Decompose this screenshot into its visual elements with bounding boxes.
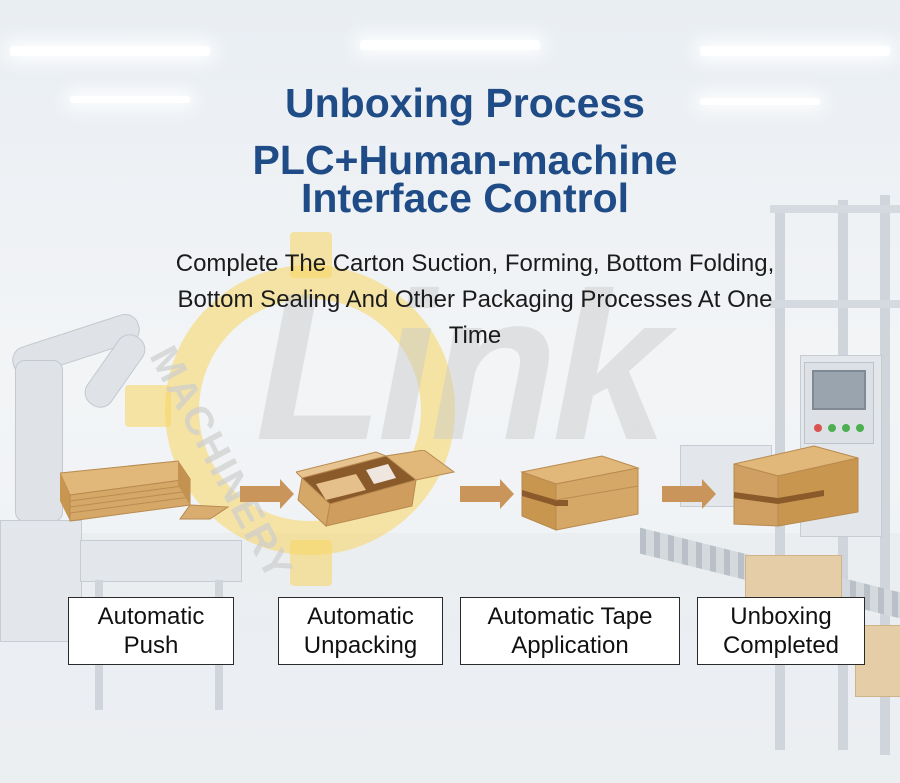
ceiling-light xyxy=(700,98,820,105)
ceiling-light xyxy=(10,46,210,56)
finished-carton-icon xyxy=(733,445,859,527)
arrow-right-icon xyxy=(460,479,514,509)
ceiling-light xyxy=(700,46,890,56)
step-label-automatic-push: Automatic Push xyxy=(68,597,234,665)
hmi-button-green xyxy=(828,424,836,432)
page-subtitle: Complete The Carton Suction, Forming, Bo… xyxy=(175,250,775,349)
opened-carton-icon xyxy=(296,450,456,527)
hmi-button-green xyxy=(856,424,864,432)
watermark-gear-tooth xyxy=(125,385,171,427)
hmi-button-red xyxy=(814,424,822,432)
step-label-automatic-tape-application: Automatic Tape Application xyxy=(460,597,680,665)
step-label-unboxing-completed: Unboxing Completed xyxy=(697,597,865,665)
taped-carton-icon xyxy=(520,455,640,531)
hmi-screen xyxy=(812,370,866,410)
ceiling-light xyxy=(360,40,540,50)
hmi-button-green xyxy=(842,424,850,432)
page-title-line-1: Unboxing Process xyxy=(285,80,645,126)
flat-carton-stack-icon xyxy=(60,460,230,522)
work-table xyxy=(80,540,242,582)
arrow-right-icon xyxy=(240,479,294,509)
step-label-automatic-unpacking: Automatic Unpacking xyxy=(278,597,443,665)
watermark-gear-tooth xyxy=(290,540,332,586)
rack-beam xyxy=(770,300,900,308)
ceiling-light xyxy=(70,96,190,103)
rack-beam xyxy=(770,205,900,213)
watermark-brand: Link xyxy=(255,249,669,484)
watermark-gear-tooth xyxy=(290,232,332,278)
arrow-right-icon xyxy=(662,479,716,509)
robot-base xyxy=(15,360,63,522)
page-title-line-3: Interface Control xyxy=(300,175,630,221)
robot-pedestal xyxy=(0,520,82,642)
rack-post xyxy=(880,195,890,755)
page-title-line-2: PLC+Human-machine xyxy=(252,137,678,183)
